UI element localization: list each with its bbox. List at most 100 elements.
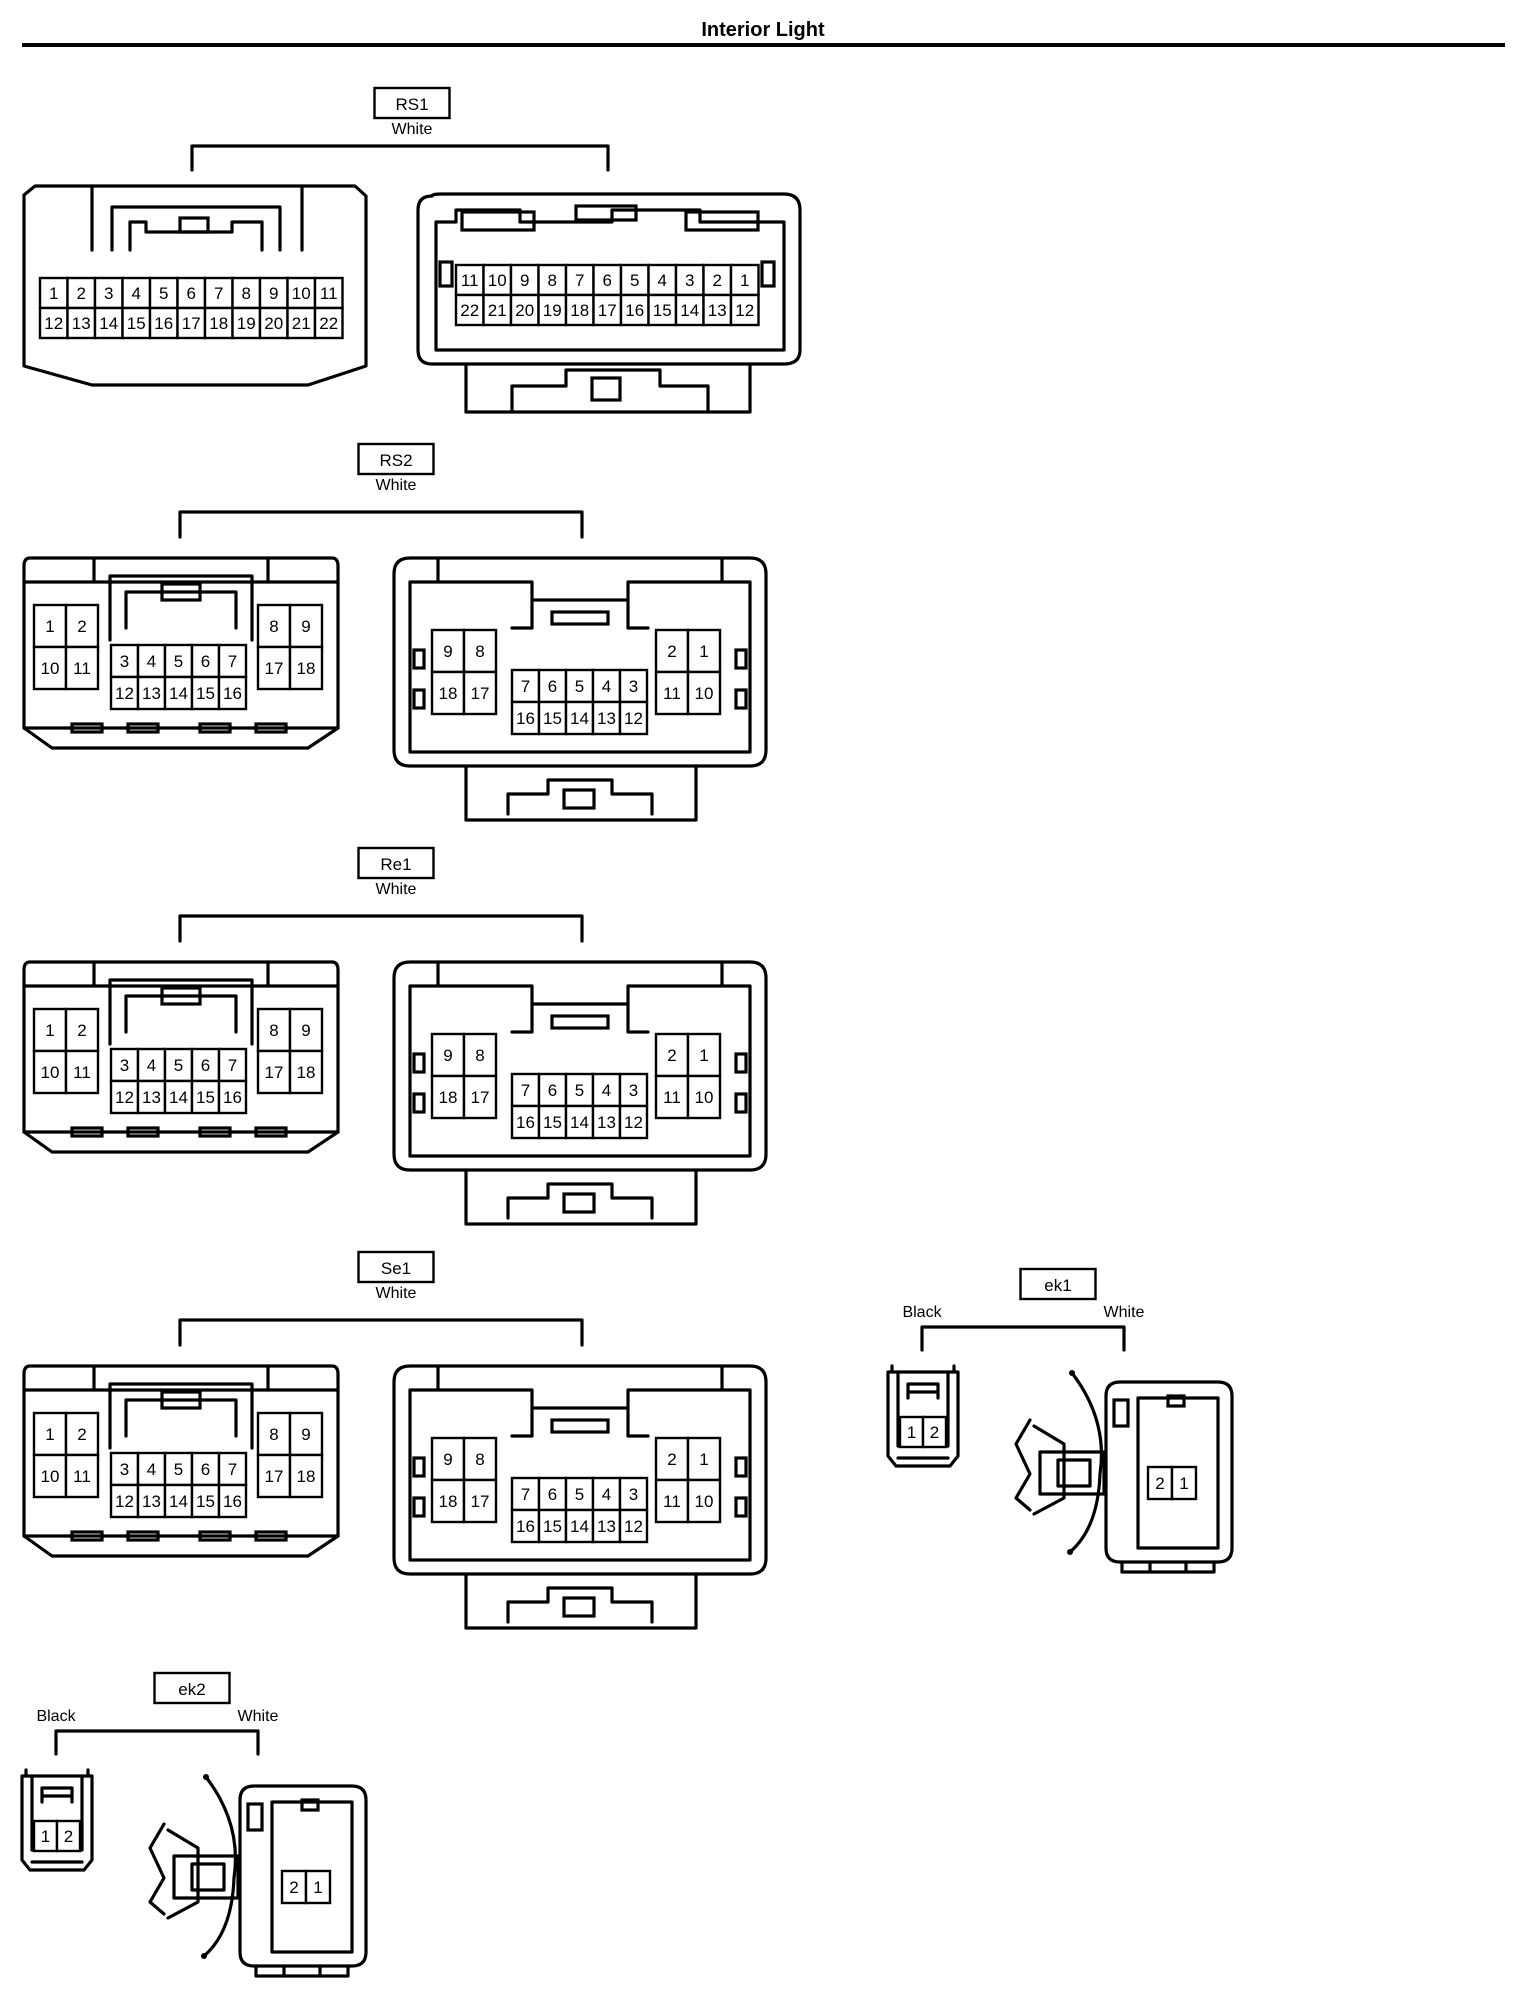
latch-tab xyxy=(160,582,202,602)
pin-number: 20 xyxy=(515,301,534,320)
pin-number: 11 xyxy=(73,1063,91,1082)
pin-number: 10 xyxy=(292,284,311,303)
clip-end xyxy=(1069,1370,1075,1376)
pin-cell xyxy=(190,675,221,711)
pin-number: 10 xyxy=(695,1492,714,1511)
pin-number: 2 xyxy=(64,1827,73,1846)
pin-cell xyxy=(729,263,760,297)
connector-code: RS2 xyxy=(379,451,412,470)
pin-number: 7 xyxy=(228,1056,237,1075)
housing-outline xyxy=(1104,1380,1234,1564)
pin-number: 4 xyxy=(132,284,141,303)
pin-cell xyxy=(430,628,466,674)
connector-code-box xyxy=(357,442,435,476)
pin-number: 10 xyxy=(41,1063,60,1082)
pin-number: 13 xyxy=(142,1088,161,1107)
pin-cell xyxy=(288,1411,324,1457)
clip-wing xyxy=(1014,1418,1066,1516)
pin-cell xyxy=(482,293,513,327)
pin-number: 15 xyxy=(196,684,215,703)
side-slot xyxy=(734,688,748,710)
housing-outline xyxy=(22,960,340,1154)
connector-code-box xyxy=(153,1671,231,1705)
pin-number: 21 xyxy=(488,301,507,320)
pin-cell xyxy=(217,1483,248,1519)
pin-number: 1 xyxy=(699,642,708,661)
pin-number: 6 xyxy=(201,1056,210,1075)
pin-number: 14 xyxy=(570,1113,589,1132)
pin-number: 2 xyxy=(77,1425,86,1444)
connector-code: Re1 xyxy=(380,855,411,874)
latch-tab xyxy=(1112,1398,1130,1428)
pin-cell xyxy=(1170,1465,1198,1501)
pin-cell xyxy=(288,1453,324,1499)
pin-number: 18 xyxy=(297,659,316,678)
pin-number: 17 xyxy=(265,1063,284,1082)
pin-number: 13 xyxy=(142,1492,161,1511)
pin-number: 22 xyxy=(319,314,338,333)
side-slot xyxy=(734,1092,748,1114)
pin-cell xyxy=(564,1508,595,1544)
housing-rib xyxy=(510,1406,650,1438)
pin-cell xyxy=(618,700,649,736)
pin-number: 2 xyxy=(77,1021,86,1040)
pin-number: 5 xyxy=(159,284,168,303)
pin-number: 10 xyxy=(41,659,60,678)
foot-slot xyxy=(1120,1560,1216,1574)
pin-cell xyxy=(430,1478,466,1524)
side-slot xyxy=(412,1052,426,1074)
side-slot xyxy=(438,260,454,288)
clip-arc xyxy=(202,1775,238,1958)
pin-number: 17 xyxy=(471,1492,490,1511)
pin-cell xyxy=(256,603,292,649)
pin-number: 19 xyxy=(237,314,256,333)
pin-cell xyxy=(462,1032,498,1078)
pin-cell xyxy=(304,1869,332,1905)
pin-number: 9 xyxy=(520,271,529,290)
pin-cell xyxy=(510,1104,541,1140)
pin-number: 7 xyxy=(521,1081,530,1100)
latch-tab xyxy=(1166,1394,1186,1408)
latch-tab xyxy=(178,216,210,234)
latch-frame xyxy=(124,590,238,630)
bracket-line xyxy=(190,144,610,172)
pin-number: 4 xyxy=(602,1485,611,1504)
latch-frame xyxy=(906,1382,940,1400)
housing-outline xyxy=(238,1784,368,1968)
pin-cell xyxy=(313,306,344,340)
pin-number: 18 xyxy=(570,301,589,320)
pin-number: 6 xyxy=(187,284,196,303)
pin-number: 13 xyxy=(597,709,616,728)
pin-cell xyxy=(203,306,234,340)
connector-code-box xyxy=(1019,1267,1097,1301)
pin-number: 1 xyxy=(699,1046,708,1065)
pin-number: 5 xyxy=(174,1460,183,1479)
pin-number: 6 xyxy=(548,1485,557,1504)
pin-number: 9 xyxy=(443,1046,452,1065)
pin-cell xyxy=(462,670,498,716)
housing-rib xyxy=(510,1002,650,1034)
pin-number: 2 xyxy=(77,617,86,636)
pin-number: 12 xyxy=(624,1517,643,1536)
pin-number: 3 xyxy=(120,1460,129,1479)
latch-tab xyxy=(160,1390,202,1410)
connector-color: Black xyxy=(902,1304,942,1321)
pin-number: 18 xyxy=(297,1063,316,1082)
pin-cell xyxy=(136,643,167,679)
pin-number: 13 xyxy=(597,1113,616,1132)
latch-tab xyxy=(574,204,638,222)
side-slot xyxy=(412,648,426,670)
foot-slot xyxy=(70,1126,104,1138)
pin-cell xyxy=(702,293,733,327)
housing-rib xyxy=(510,598,650,630)
pin-number: 2 xyxy=(930,1423,939,1442)
lock-notch xyxy=(590,376,622,402)
